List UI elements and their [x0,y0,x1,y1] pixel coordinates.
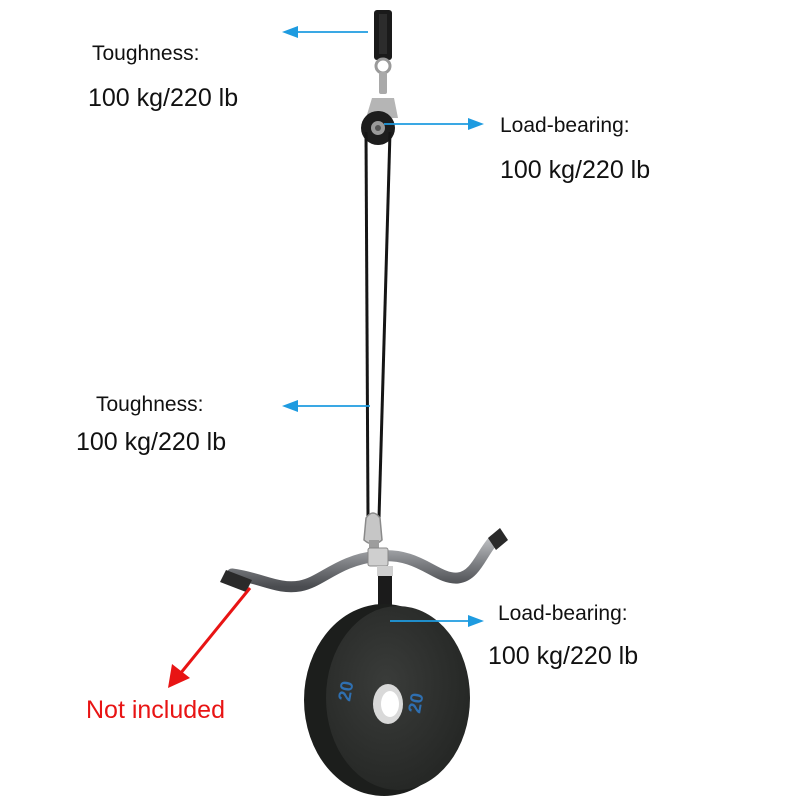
top-anchor-strap [374,10,392,75]
cable [364,131,392,519]
arrow-left-icon [282,400,370,412]
top-strap-value: 100 kg/220 lb [88,84,239,112]
loading-strap-value: 100 kg/220 lb [488,642,639,670]
callout-arrows [282,26,484,627]
pulley-value: 100 kg/220 lb [500,156,651,184]
plate-marking-left: 20 [334,679,357,702]
not-included-note: Not included [86,696,225,724]
loading-strap-title: Load-bearing: [498,602,628,625]
pulley-wheel [361,72,398,145]
cable-title: Toughness: [96,393,204,416]
arrow-right-icon [390,615,484,627]
top-strap-title: Toughness: [92,42,200,65]
pulley-title: Load-bearing: [500,114,630,137]
cable-value: 100 kg/220 lb [76,428,227,456]
plate-marking-right: 20 [404,691,427,714]
weight-plate: 20 20 [304,604,470,796]
arrow-right-icon [384,118,484,130]
curl-bar [220,528,508,593]
arrow-down-left-icon [168,587,252,688]
snap-hook [363,512,383,554]
arrow-left-icon [282,26,368,38]
